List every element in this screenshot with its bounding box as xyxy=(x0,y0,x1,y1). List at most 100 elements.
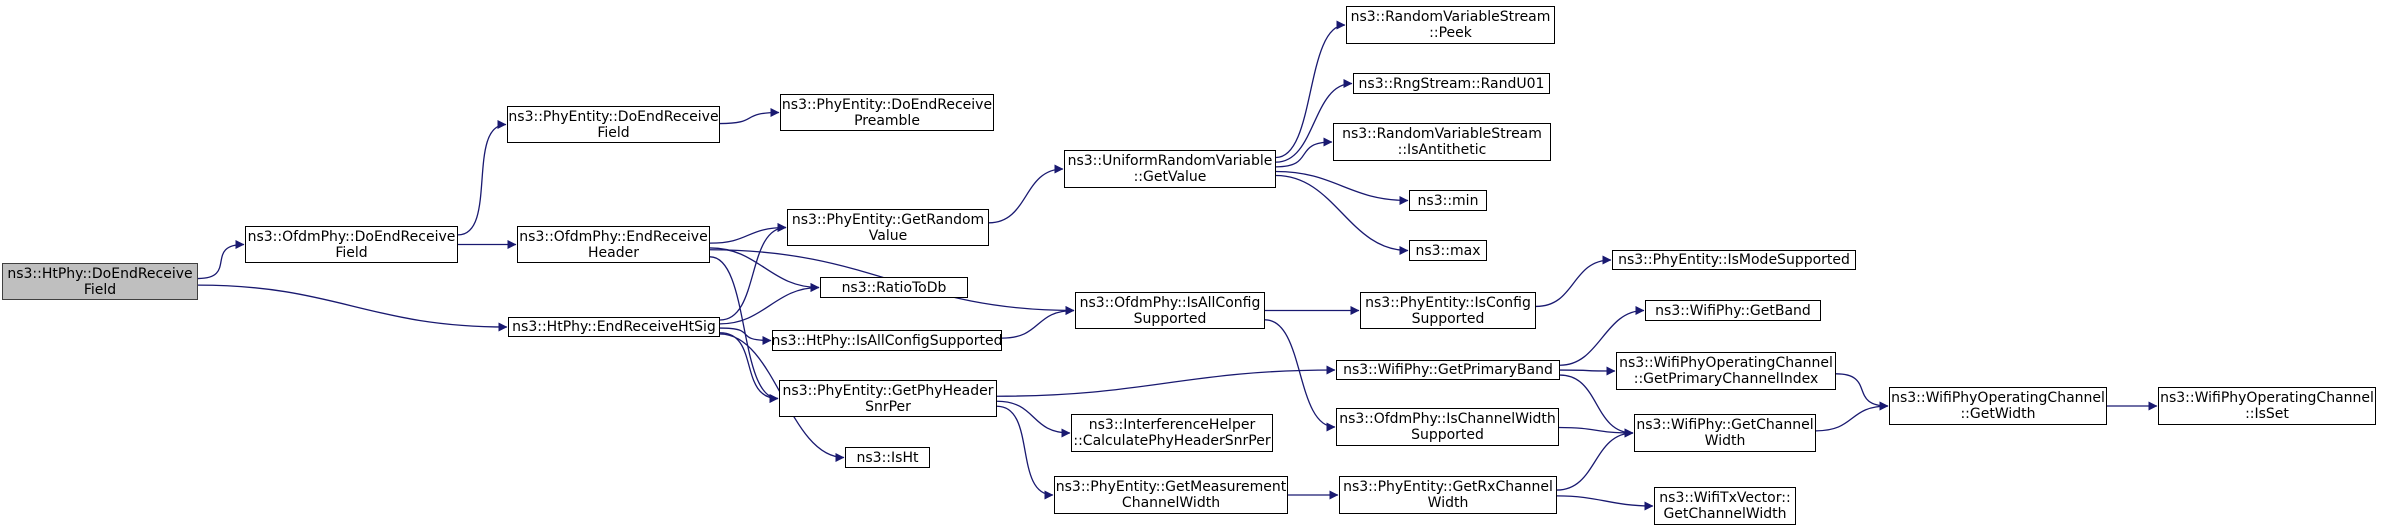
edge-phyentity-getrxchannelwidth-to-wifiphy-getchannelwidth xyxy=(1556,428,1634,491)
node-label-line: ns3::PhyEntity::IsConfig xyxy=(1365,294,1531,311)
node-label-line: ns3::InterferenceHelper xyxy=(1088,417,1256,433)
edge-uniformrandomvariable-getvalue-to-max xyxy=(1275,174,1409,255)
node-label-line: ns3::RandomVariableStream xyxy=(1350,9,1551,25)
node-label-line: ns3::WifiTxVector:: xyxy=(1659,490,1791,506)
edge-htphy-endreceivehtsig-to-htphy-isallconfigsupported xyxy=(719,327,772,345)
node-label-line: ns3::PhyEntity::GetRandom xyxy=(791,211,985,228)
edge-phyentity-getphyheadersnrper-to-phyentity-getmeasurementchannelwidth xyxy=(996,405,1054,500)
edge-phyentity-isconfigsupported-to-phyentity-ismodesupported xyxy=(1535,255,1612,308)
edge-wifiphyoperatingchannel-getprimarychannelindex-to-wifiphyoperatingchannel-getwidth xyxy=(1835,373,1889,411)
node-label-line: ns3::WifiPhyOperatingChannel xyxy=(1619,355,1833,371)
node-wifiphy-getband[interactable]: ns3::WifiPhy::GetBand xyxy=(1645,300,1821,321)
edge-uniformrandomvariable-getvalue-to-rngstream-randu01 xyxy=(1275,79,1353,163)
node-wifiphyoperatingchannel-getwidth[interactable]: ns3::WifiPhyOperatingChannel::GetWidth xyxy=(1889,387,2107,425)
node-label-line: Field xyxy=(335,244,368,261)
edge-uniformrandomvariable-getvalue-to-min xyxy=(1275,170,1409,205)
edge-phyentity-getrxchannelwidth-to-wifitxvector-getchannelwidth xyxy=(1556,495,1654,511)
node-label-line: ::GetValue xyxy=(1133,169,1207,185)
node-label-line: Width xyxy=(1427,495,1469,511)
node-wifiphyoperatingchannel-isset[interactable]: ns3::WifiPhyOperatingChannel::IsSet xyxy=(2158,387,2376,425)
node-label-line: ns3::IsHt xyxy=(856,449,919,466)
edge-uniformrandomvariable-getvalue-to-randomvariablestream-peek xyxy=(1275,20,1346,159)
node-label-line: ns3::PhyEntity::DoEndReceive xyxy=(781,96,993,113)
edge-wifiphy-getprimaryband-to-wifiphy-getband xyxy=(1559,306,1645,366)
edge-phyentity-doendreceivefield-to-phyentity-doendreceivepreamble xyxy=(719,108,780,125)
node-label-line: ns3::OfdmPhy::IsChannelWidth xyxy=(1339,411,1556,427)
edge-phyentity-getphyheadersnrper-to-wifiphy-getprimaryband xyxy=(996,365,1336,397)
node-label-line: Header xyxy=(588,244,639,261)
edge-ofdmphy-doendreceivefield-to-phyentity-doendreceivefield xyxy=(457,120,507,236)
edge-ofdmphy-isallconfigsupported-to-ofdmphy-ischannelwidthsupported xyxy=(1264,319,1336,432)
edge-wifiphy-getchannelwidth-to-wifiphyoperatingchannel-getwidth xyxy=(1815,401,1889,432)
node-min[interactable]: ns3::min xyxy=(1409,190,1487,211)
node-htphy-isallconfigsupported[interactable]: ns3::HtPhy::IsAllConfigSupported xyxy=(771,330,1003,351)
node-label-line: Field xyxy=(597,124,630,141)
node-label-line: Preamble xyxy=(854,112,920,129)
edge-htphy-doendreceivefield-to-htphy-endreceivehtsig xyxy=(197,284,508,332)
node-label-line: ns3::PhyEntity::GetMeasurement xyxy=(1055,479,1287,495)
node-randomvariablestream-peek[interactable]: ns3::RandomVariableStream::Peek xyxy=(1346,6,1555,44)
node-label-line: ns3::WifiPhyOperatingChannel xyxy=(2160,390,2374,406)
node-isht[interactable]: ns3::IsHt xyxy=(845,447,930,468)
node-wifiphyoperatingchannel-getprimarychannelindex[interactable]: ns3::WifiPhyOperatingChannel::GetPrimary… xyxy=(1616,352,1836,390)
node-label-line: ns3::min xyxy=(1417,192,1479,209)
node-label-line: ns3::RatioToDb xyxy=(841,279,947,296)
node-label-line: ns3::max xyxy=(1415,242,1481,259)
node-label-line: ns3::WifiPhy::GetBand xyxy=(1655,302,1811,319)
node-label-line: ns3::OfdmPhy::IsAllConfig xyxy=(1079,294,1261,311)
edge-ofdmphy-endreceiveheader-to-phyentity-getrandomvalue xyxy=(709,223,787,244)
edge-htphy-endreceivehtsig-to-ratiotodb xyxy=(719,283,820,325)
edge-wifiphy-getprimaryband-to-wifiphyoperatingchannel-getprimarychannelindex xyxy=(1559,366,1616,376)
node-label-line: Supported xyxy=(1411,310,1485,327)
node-label-line: SnrPer xyxy=(865,398,911,415)
node-label-line: ::Peek xyxy=(1429,25,1472,41)
node-wifitxvector-getchannelwidth[interactable]: ns3::WifiTxVector::GetChannelWidth xyxy=(1654,487,1796,525)
edge-phyentity-getphyheadersnrper-to-interferencehelper-calculatephyheadersnrper xyxy=(996,400,1071,438)
node-ratiotodb[interactable]: ns3::RatioToDb xyxy=(820,277,968,298)
node-htphy-endreceivehtsig[interactable]: ns3::HtPhy::EndReceiveHtSig xyxy=(508,317,720,337)
node-label-line: ::IsAntithetic xyxy=(1397,142,1487,158)
node-label-line: ns3::WifiPhyOperatingChannel xyxy=(1891,390,2105,406)
node-label-line: ns3::HtPhy::EndReceiveHtSig xyxy=(512,319,716,335)
node-label-line: ns3::PhyEntity::DoEndReceive xyxy=(508,108,719,125)
node-label-line: Width xyxy=(1704,433,1746,449)
node-label-line: Supported xyxy=(1411,427,1484,443)
node-rngstream-randu01[interactable]: ns3::RngStream::RandU01 xyxy=(1353,73,1550,94)
edge-htphy-endreceivehtsig-to-phyentity-getphyheadersnrper xyxy=(719,332,779,403)
node-label-line: ns3::PhyEntity::GetPhyHeader xyxy=(782,382,994,399)
edge-phyentity-getrandomvalue-to-uniformrandomvariable-getvalue xyxy=(988,164,1064,224)
node-interferencehelper-calculatephyheadersnrper[interactable]: ns3::InterferenceHelper::CalculatePhyHea… xyxy=(1071,414,1273,452)
edge-htphy-endreceivehtsig-to-phyentity-getrandomvalue xyxy=(719,223,787,321)
node-label-line: GetChannelWidth xyxy=(1663,506,1787,522)
node-max[interactable]: ns3::max xyxy=(1409,240,1487,261)
node-randomvariablestream-isantithetic[interactable]: ns3::RandomVariableStream::IsAntithetic xyxy=(1333,123,1551,161)
node-label-line: ns3::HtPhy::DoEndReceive xyxy=(7,265,193,282)
node-wifiphy-getprimaryband[interactable]: ns3::WifiPhy::GetPrimaryBand xyxy=(1336,360,1560,380)
edge-wifiphy-getprimaryband-to-wifiphy-getchannelwidth xyxy=(1559,374,1634,438)
node-label-line: ns3::RandomVariableStream xyxy=(1342,126,1542,142)
node-label-line: ns3::PhyEntity::GetRxChannel xyxy=(1343,479,1553,495)
node-phyentity-ismodesupported[interactable]: ns3::PhyEntity::IsModeSupported xyxy=(1612,250,1856,270)
node-label-line: Supported xyxy=(1133,310,1207,327)
node-label-line: ns3::PhyEntity::IsModeSupported xyxy=(1618,252,1850,268)
node-label-line: ns3::UniformRandomVariable xyxy=(1067,153,1273,169)
node-label-line: ns3::WifiPhy::GetPrimaryBand xyxy=(1343,362,1553,378)
edge-htphy-doendreceivefield-to-ofdmphy-doendreceivefield xyxy=(197,240,245,280)
node-uniformrandomvariable-getvalue[interactable]: ns3::UniformRandomVariable::GetValue xyxy=(1064,150,1276,188)
node-label-line: ::GetPrimaryChannelIndex xyxy=(1633,371,1819,387)
node-label-line: ::IsSet xyxy=(2245,406,2289,422)
